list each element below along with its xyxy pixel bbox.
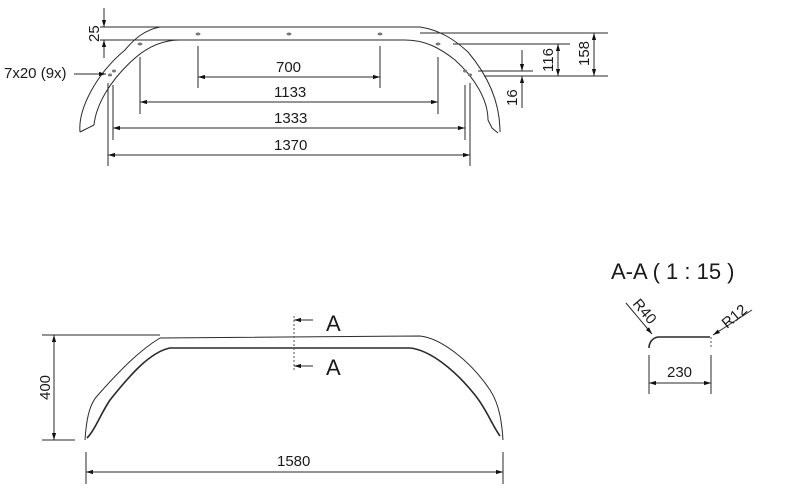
svg-text:700: 700 <box>276 59 301 76</box>
dimension-400: 400 <box>37 334 160 441</box>
dimension-1333: 1333 <box>112 85 466 140</box>
dimension-1580: 1580 <box>85 452 504 484</box>
svg-text:400: 400 <box>37 375 54 400</box>
hole <box>286 32 292 36</box>
svg-text:1370: 1370 <box>274 137 307 154</box>
dimension-1370: 1370 <box>107 83 471 166</box>
svg-text:16: 16 <box>504 89 521 106</box>
svg-text:R12: R12 <box>719 301 751 332</box>
section-view: A-A ( 1 : 15 ) R40 R12 230 <box>611 259 753 394</box>
svg-text:116: 116 <box>540 48 557 72</box>
section-cut-marker: A A <box>293 311 341 380</box>
svg-text:1580: 1580 <box>277 453 310 470</box>
svg-text:1333: 1333 <box>274 110 307 127</box>
svg-text:158: 158 <box>576 41 593 66</box>
hole-callout: 7x20 (9x) <box>4 65 106 82</box>
svg-text:7x20 (9x): 7x20 (9x) <box>4 65 67 82</box>
svg-text:1133: 1133 <box>274 84 306 101</box>
section-title: A-A ( 1 : 15 ) <box>611 259 735 284</box>
hole <box>137 42 143 46</box>
svg-text:A: A <box>326 311 341 336</box>
hole <box>195 32 201 36</box>
dimension-116: 116 <box>453 43 570 76</box>
hole <box>463 69 467 73</box>
dimension-25: 25 <box>86 8 180 58</box>
svg-text:R40: R40 <box>629 296 660 328</box>
dimension-700: 700 <box>197 46 381 88</box>
svg-text:25: 25 <box>86 25 103 42</box>
svg-text:A: A <box>326 355 341 380</box>
dimension-16: 16 <box>478 50 533 108</box>
svg-text:230: 230 <box>667 364 692 381</box>
hole <box>112 69 116 73</box>
hole <box>108 73 112 77</box>
dimension-158: 158 <box>420 32 608 77</box>
side-view-fender <box>84 335 504 441</box>
hole <box>435 42 441 46</box>
hole <box>377 32 383 36</box>
hole <box>468 73 472 77</box>
dimension-1133: 1133 <box>139 57 439 114</box>
